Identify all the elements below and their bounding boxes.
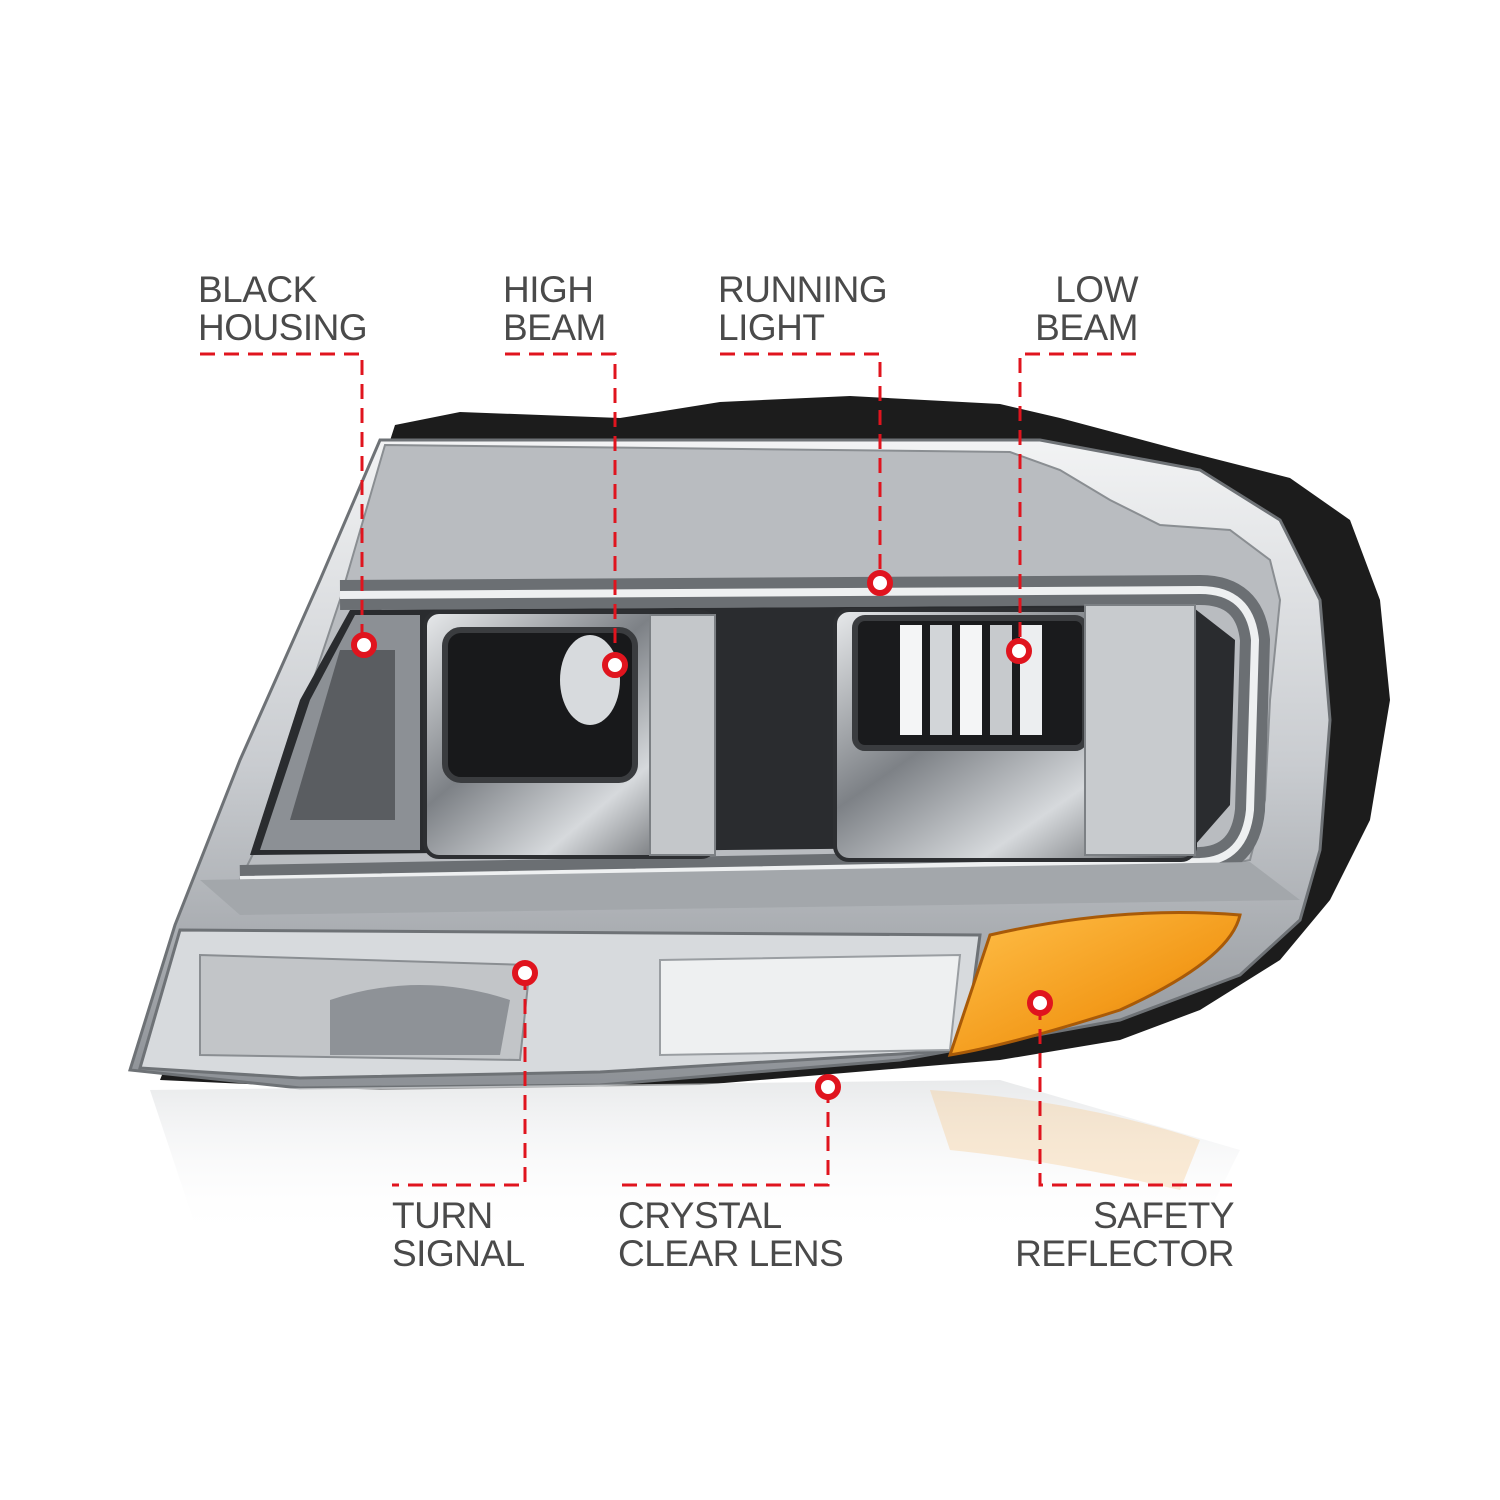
leader-low-beam: [1018, 352, 1136, 650]
label-crystal-clear-lens: CRYSTAL CLEAR LENS: [618, 1195, 844, 1274]
label-line: HOUSING: [198, 307, 368, 348]
label-high-beam: HIGH BEAM: [503, 271, 606, 347]
leader-turn-signal: [392, 975, 527, 1187]
leader-black-housing: [200, 352, 364, 640]
leader-crystal-clear-lens: [618, 1088, 830, 1187]
label-black-housing: BLACK HOUSING: [198, 269, 368, 348]
label-running-light: RUNNING LIGHT: [718, 269, 888, 348]
dot-high-beam: [602, 652, 628, 678]
dot-running-light: [867, 570, 893, 596]
leader-high-beam: [505, 352, 617, 663]
label-low-beam: LOW BEAM: [1035, 271, 1138, 347]
label-line: LOW: [1055, 269, 1138, 310]
label-line: SAFETY: [1093, 1195, 1234, 1236]
label-line: TURN: [392, 1195, 493, 1236]
safety-reflector: [947, 911, 1242, 1057]
leader-safety-reflector: [1038, 1005, 1232, 1187]
label-line: HIGH: [503, 269, 594, 310]
dot-black-housing: [351, 632, 377, 658]
label-line: REFLECTOR: [1015, 1233, 1234, 1274]
dot-safety-reflector: [1027, 990, 1053, 1016]
label-line: BEAM: [503, 307, 606, 348]
label-safety-reflector: SAFETY REFLECTOR: [1015, 1197, 1234, 1273]
dot-turn-signal: [512, 960, 538, 986]
label-line: BLACK: [198, 269, 317, 310]
label-line: SIGNAL: [392, 1233, 525, 1274]
label-line: CRYSTAL: [618, 1195, 782, 1236]
label-line: BEAM: [1035, 307, 1138, 348]
dot-crystal-clear-lens: [815, 1074, 841, 1100]
leader-running-light: [720, 352, 882, 582]
label-turn-signal: TURN SIGNAL: [392, 1197, 525, 1273]
label-line: LIGHT: [718, 307, 825, 348]
label-line: CLEAR LENS: [618, 1233, 844, 1274]
label-line: RUNNING: [718, 269, 888, 310]
dot-low-beam: [1006, 638, 1032, 664]
